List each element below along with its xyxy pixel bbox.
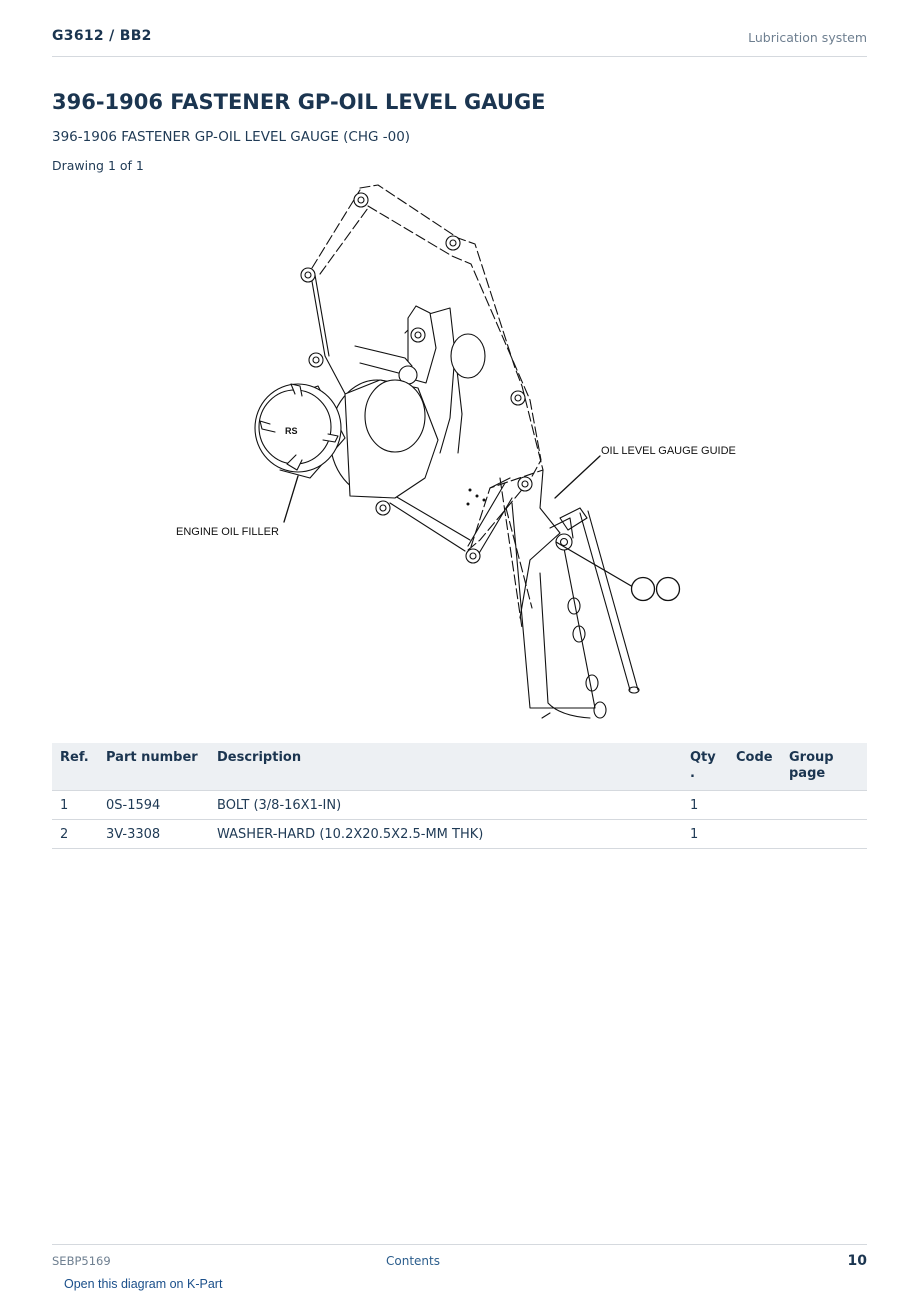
- table-header-row: Ref. Part number Description Qty . Code …: [52, 743, 867, 791]
- document-id: SEBP5169: [52, 1254, 111, 1268]
- callout-balloons: [630, 576, 681, 602]
- front-cover-body: [309, 269, 596, 719]
- cell-ref: 2: [52, 819, 98, 849]
- cover-small-holes: [466, 488, 486, 506]
- drawing-count: Drawing 1 of 1: [52, 158, 144, 173]
- section-name: Lubrication system: [748, 30, 867, 45]
- cell-group-page: [781, 790, 867, 820]
- filler-cap-marking: RS: [285, 426, 298, 436]
- contents-link[interactable]: Contents: [386, 1254, 440, 1268]
- cell-code: [728, 819, 781, 849]
- lower-flange-holes: [539, 572, 607, 719]
- model-breadcrumb: G3612 / BB2: [52, 28, 152, 44]
- cell-ref: 1: [52, 790, 98, 820]
- page-title: 396-1906 FASTENER GP-OIL LEVEL GAUGE: [52, 90, 546, 114]
- table-row: 2 3V-3308 WASHER-HARD (10.2X20.5X2.5-MM …: [52, 819, 867, 849]
- header-ref: Ref.: [52, 743, 98, 791]
- parts-diagram: RS OIL LEVEL GAUGE GUIDE ENGINE OIL FILL…: [176, 184, 736, 719]
- label-oil-level-gauge-guide: OIL LEVEL GAUGE GUIDE: [601, 445, 736, 457]
- header-qty: Qty .: [682, 743, 728, 791]
- cover-boss: [450, 333, 486, 379]
- cell-group-page: [781, 819, 867, 849]
- engine-oil-filler: RS: [254, 383, 346, 479]
- oil-gauge-guide-tube: [549, 507, 640, 694]
- cell-code: [728, 790, 781, 820]
- callout-leaders: [283, 455, 634, 588]
- cover-bolts: [300, 192, 573, 564]
- filler-housing: [329, 305, 439, 499]
- page-number: 10: [847, 1253, 867, 1269]
- page-footer: SEBP5169 Contents 10: [52, 1244, 867, 1275]
- open-in-kpart-link[interactable]: Open this diagram on K-Part: [64, 1277, 223, 1291]
- cell-description: BOLT (3/8-16X1-IN): [209, 790, 682, 820]
- header-group-page: Group page: [781, 743, 867, 791]
- header-description: Description: [209, 743, 682, 791]
- header-code: Code: [728, 743, 781, 791]
- label-engine-oil-filler: ENGINE OIL FILLER: [176, 526, 279, 538]
- cell-part-number: 0S-1594: [98, 790, 209, 820]
- header-part-number: Part number: [98, 743, 209, 791]
- cell-qty: 1: [682, 819, 728, 849]
- table-row: 1 0S-1594 BOLT (3/8-16X1-IN) 1: [52, 790, 867, 820]
- cell-description: WASHER-HARD (10.2X20.5X2.5-MM THK): [209, 819, 682, 849]
- parts-table: Ref. Part number Description Qty . Code …: [52, 743, 867, 849]
- cell-qty: 1: [682, 790, 728, 820]
- page-subtitle: 396-1906 FASTENER GP-OIL LEVEL GAUGE (CH…: [52, 129, 411, 145]
- cell-part-number: 3V-3308: [98, 819, 209, 849]
- page-header: G3612 / BB2 Lubrication system: [52, 28, 867, 57]
- front-cover-outline: [311, 184, 544, 629]
